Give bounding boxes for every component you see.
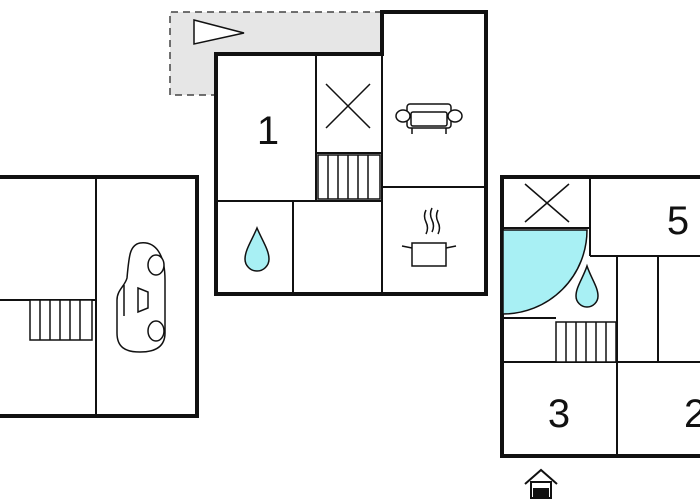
cross-icon	[524, 183, 570, 223]
sofa-icon	[395, 103, 463, 134]
room-label-5: 5	[667, 199, 689, 243]
cross-icon	[325, 83, 371, 129]
staircase-icon	[555, 321, 617, 363]
room-label-2: 2	[684, 392, 700, 436]
water-drop-icon	[244, 226, 270, 272]
water-drop-icon	[575, 263, 599, 308]
staircase-icon	[29, 299, 93, 341]
staircase-icon	[317, 154, 381, 200]
house-entrance-icon	[524, 468, 558, 499]
quarter-circle-shower-icon	[502, 229, 588, 315]
car-icon	[116, 242, 166, 353]
room-label-1: 1	[257, 109, 279, 153]
middle-building	[214, 10, 488, 296]
left-building	[0, 175, 199, 418]
room-label-3: 3	[548, 392, 570, 436]
cooking-pot-icon	[401, 207, 457, 267]
triangle-flag-icon	[193, 19, 245, 45]
